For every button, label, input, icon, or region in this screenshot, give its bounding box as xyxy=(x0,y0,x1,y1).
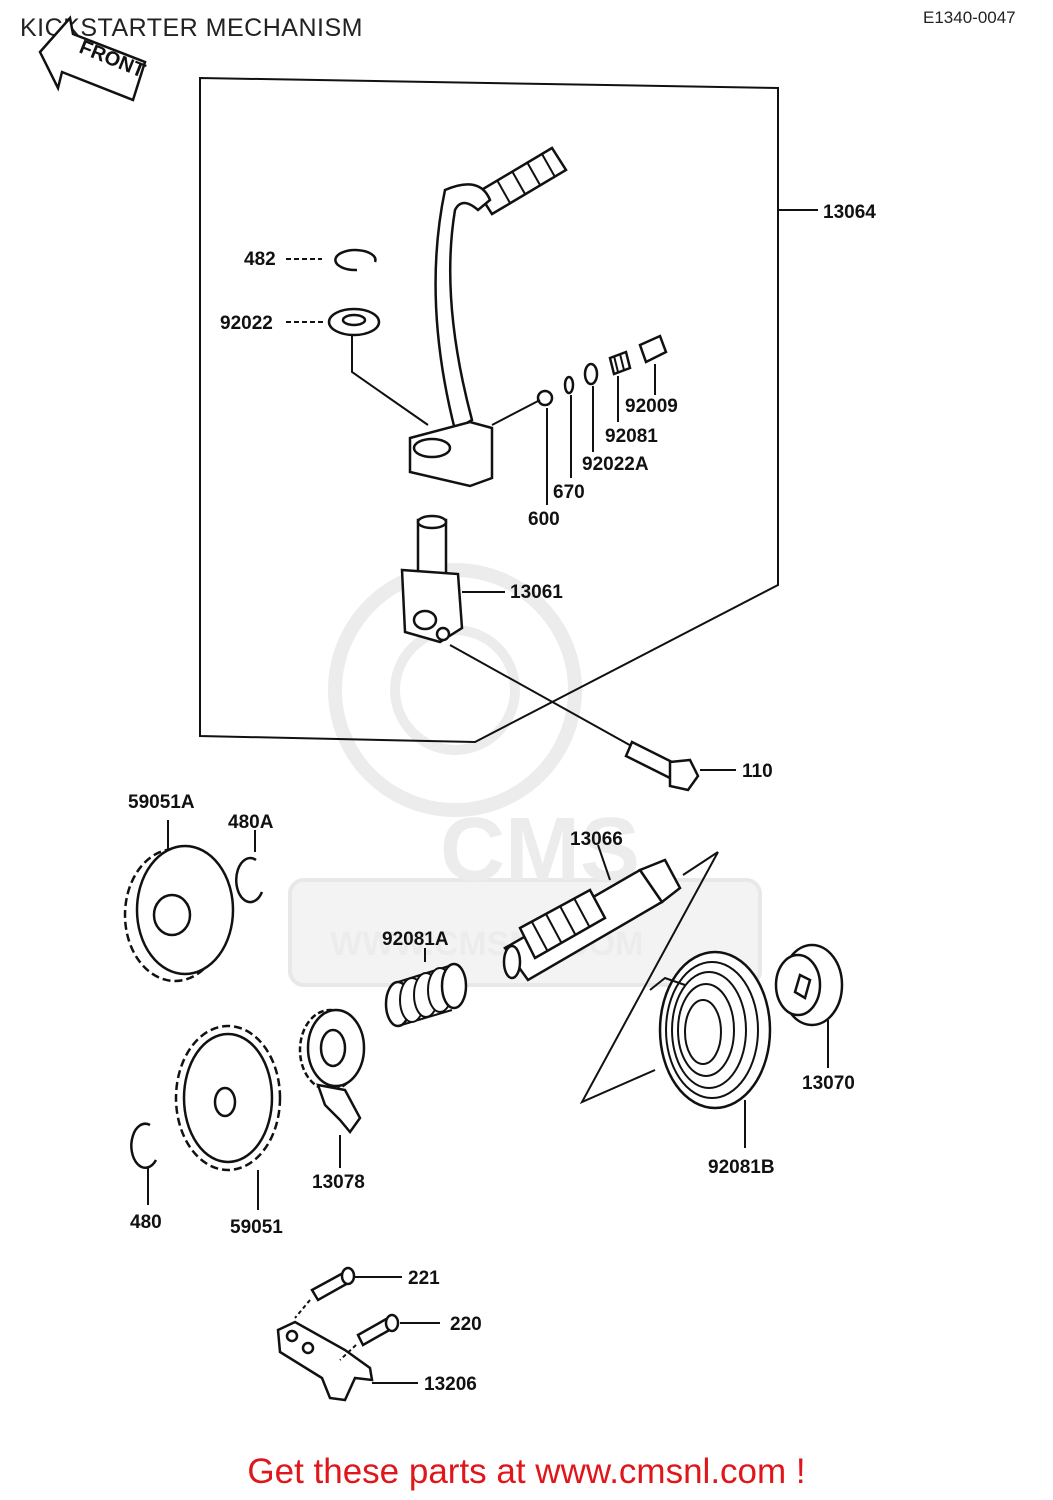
spring-92081a xyxy=(384,948,468,1028)
cap-92009 xyxy=(638,334,668,364)
part-labels: 13064 482 92022 92009 92081 92022A 670 6… xyxy=(128,202,876,1395)
label-480: 480 xyxy=(130,1212,162,1233)
label-220: 220 xyxy=(450,1314,482,1335)
screw-220 xyxy=(339,1313,440,1361)
label-59051: 59051 xyxy=(230,1217,283,1238)
gear-59051a xyxy=(123,820,235,983)
label-13206: 13206 xyxy=(424,1374,477,1395)
screw-221 xyxy=(294,1266,402,1319)
circlip-480 xyxy=(130,1122,158,1205)
label-92009: 92009 xyxy=(625,396,678,417)
circlip-480a xyxy=(235,830,264,904)
kick-shaft-arm-13061 xyxy=(400,514,505,644)
gear-59051 xyxy=(174,1024,282,1210)
label-482: 482 xyxy=(244,249,276,270)
spring-guide-13070 xyxy=(774,943,844,1068)
label-92081a: 92081A xyxy=(382,929,449,950)
footer-cta-link[interactable]: Get these parts at www.cmsnl.com ! xyxy=(247,1452,806,1491)
ball-600 xyxy=(536,389,554,407)
label-670: 670 xyxy=(553,482,585,503)
kick-shaft-13066 xyxy=(502,844,682,982)
label-110: 110 xyxy=(742,761,773,782)
label-600: 600 xyxy=(528,509,560,530)
label-13078: 13078 xyxy=(312,1172,365,1193)
label-480a: 480A xyxy=(228,812,274,833)
bolt-110 xyxy=(449,644,736,792)
ratchet-13078 xyxy=(298,1008,366,1168)
kick-pedal-lever xyxy=(408,146,568,488)
assembly-frame xyxy=(199,76,818,744)
spring-bracket-lines xyxy=(579,851,719,1105)
label-92022: 92022 xyxy=(220,313,273,334)
label-13070: 13070 xyxy=(802,1073,855,1094)
label-92022a: 92022A xyxy=(582,454,649,475)
label-221: 221 xyxy=(408,1268,440,1289)
label-92081: 92081 xyxy=(605,426,658,447)
torsion-spring-92081b xyxy=(649,950,772,1148)
front-arrow: FRONT xyxy=(38,15,148,102)
washer-92022a xyxy=(583,362,599,386)
label-59051a: 59051A xyxy=(128,792,195,813)
label-13064: 13064 xyxy=(823,202,876,223)
guide-plate-13206 xyxy=(276,1320,418,1402)
label-92081b: 92081B xyxy=(708,1157,775,1178)
diagram-ref-code: E1340-0047 xyxy=(923,8,1016,27)
watermark-brand: CMS xyxy=(440,800,640,900)
washer-670 xyxy=(563,375,575,395)
leader-lines-frame xyxy=(286,258,656,505)
label-13066: 13066 xyxy=(570,829,623,850)
washer-92022 xyxy=(327,307,381,337)
spring-92081 xyxy=(608,350,632,376)
label-13061: 13061 xyxy=(510,582,563,603)
circlip-482 xyxy=(334,248,377,272)
